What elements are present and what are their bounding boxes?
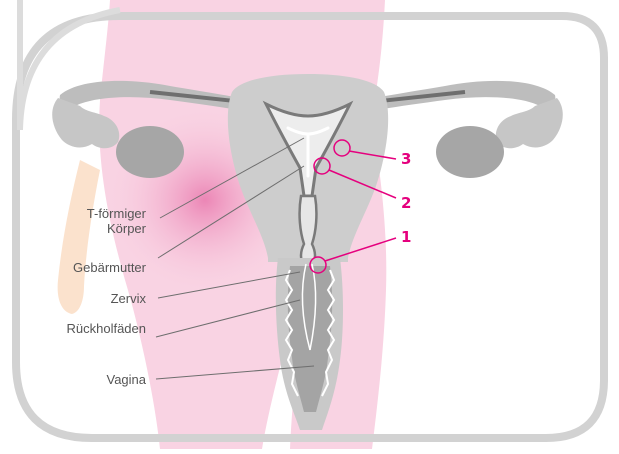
label-t-shaped-body-line1: T-förmiger xyxy=(87,206,146,221)
marker-number-1: 1 xyxy=(401,229,411,245)
marker-number-3: 3 xyxy=(401,151,411,167)
label-vagina: Vagina xyxy=(106,372,146,387)
label-retrieval-threads: Rückholfäden xyxy=(67,321,147,336)
marker-number-2: 2 xyxy=(401,195,411,211)
label-t-shaped-body-line2: Körper xyxy=(87,221,146,236)
label-uterus: Gebärmutter xyxy=(73,260,146,275)
label-cervix: Zervix xyxy=(111,291,146,306)
label-t-shaped-body: T-förmiger Körper xyxy=(87,206,146,236)
